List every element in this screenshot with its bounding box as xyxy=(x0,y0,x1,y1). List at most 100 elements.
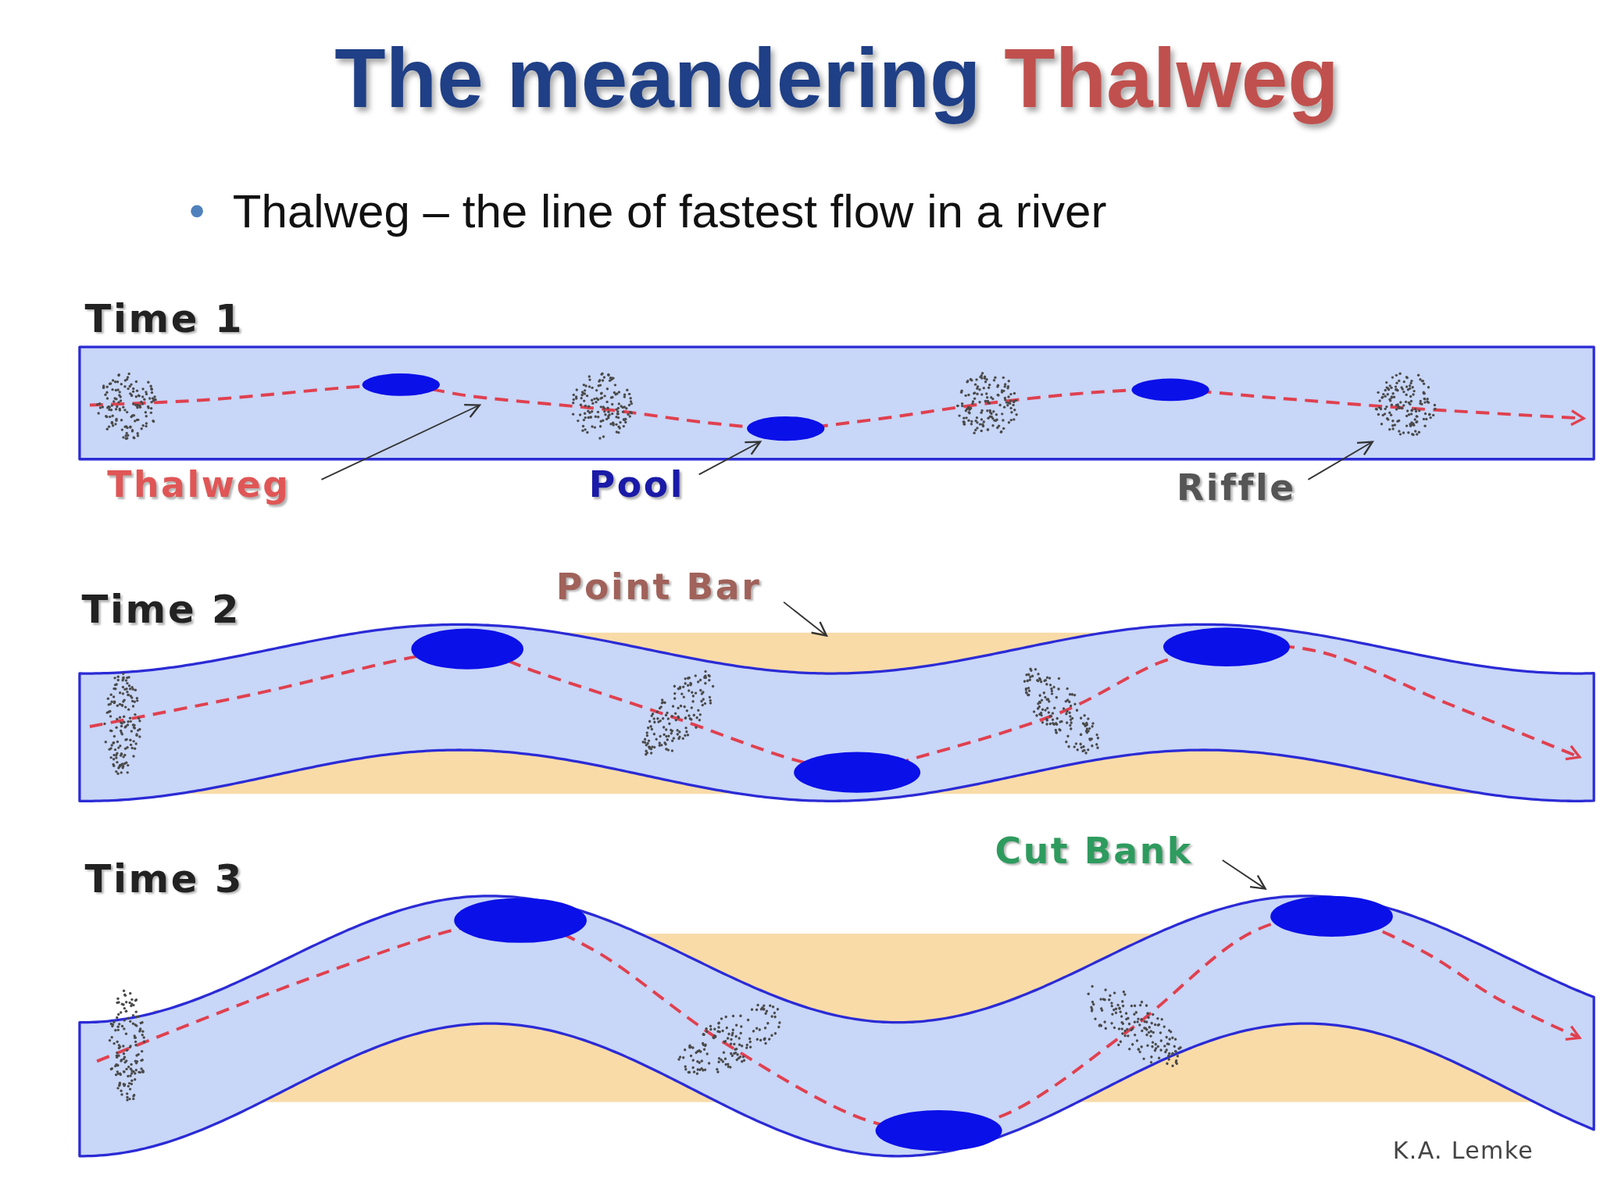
gravel-dot xyxy=(1151,1030,1156,1035)
gravel-dot xyxy=(1402,431,1405,434)
gravel-dot xyxy=(623,418,626,422)
gravel-dot xyxy=(105,385,108,388)
gravel-dot xyxy=(1005,400,1008,404)
gravel-dot xyxy=(725,1025,729,1030)
bullet-dot xyxy=(190,205,204,218)
gravel-dot xyxy=(1014,399,1018,402)
gravel-dot xyxy=(1022,679,1027,684)
gravel-dot xyxy=(683,733,688,738)
gravel-dot xyxy=(1135,1020,1140,1025)
gravel-dot xyxy=(1385,381,1388,384)
gravel-dot xyxy=(1117,1006,1122,1011)
gravel-dot xyxy=(1064,699,1068,704)
gravel-dot xyxy=(1164,1035,1169,1040)
gravel-dot xyxy=(587,405,590,408)
gravel-dot xyxy=(1110,1012,1115,1017)
gravel-dot xyxy=(1409,425,1412,428)
gravel-dot xyxy=(628,414,632,418)
gravel-dot xyxy=(123,993,126,997)
gravel-dot xyxy=(138,403,141,407)
gravel-dot xyxy=(1375,407,1378,411)
gravel-dot xyxy=(707,673,711,678)
gravel-dot xyxy=(106,710,109,714)
gravel-dot xyxy=(683,676,688,681)
gravel-dot xyxy=(957,414,961,417)
gravel-dot xyxy=(583,412,586,415)
part-label: Pool xyxy=(589,464,685,506)
gravel-dot xyxy=(705,1052,710,1057)
gravel-dot xyxy=(1407,413,1411,416)
gravel-dot xyxy=(614,383,617,386)
gravel-dot xyxy=(622,425,625,428)
leader-line xyxy=(699,442,761,475)
gravel-dot xyxy=(116,704,119,708)
gravel-dot xyxy=(662,732,667,737)
gravel-dot xyxy=(130,1002,133,1005)
gravel-dot xyxy=(610,412,614,415)
gravel-dot xyxy=(1117,1027,1122,1032)
gravel-dot xyxy=(1384,389,1387,392)
gravel-dot xyxy=(1408,384,1411,387)
gravel-dot xyxy=(123,385,126,388)
gravel-dot xyxy=(1009,407,1012,410)
gravel-dot xyxy=(1414,407,1417,411)
gravel-dot xyxy=(1142,1019,1147,1024)
gravel-dot xyxy=(1014,413,1018,416)
gravel-dot xyxy=(114,770,118,773)
gravel-dot xyxy=(700,703,705,708)
gravel-dot xyxy=(1153,1022,1158,1027)
gravel-dot xyxy=(1142,1026,1147,1031)
gravel-dot xyxy=(654,737,659,742)
gravel-dot xyxy=(1099,997,1104,1002)
gravel-dot xyxy=(126,771,129,774)
gravel-dot xyxy=(1417,431,1421,434)
gravel-dot xyxy=(130,1069,133,1072)
gravel-dot xyxy=(964,394,967,397)
gravel-dot xyxy=(1118,1039,1123,1044)
gravel-dot xyxy=(689,1053,693,1058)
gravel-dot xyxy=(1110,1021,1115,1025)
gravel-dot xyxy=(775,1007,780,1012)
gravel-dot xyxy=(125,1096,129,1099)
gravel-dot xyxy=(982,420,986,423)
gravel-dot xyxy=(621,410,625,413)
gravel-dot xyxy=(1052,706,1057,711)
gravel-dot xyxy=(985,378,988,381)
gravel-dot xyxy=(1033,667,1038,672)
gravel-dot xyxy=(135,1068,138,1072)
gravel-dot xyxy=(689,690,694,695)
time-label: Time 3 xyxy=(84,857,244,902)
gravel-dot xyxy=(122,1052,125,1055)
gravel-dot xyxy=(130,729,133,733)
gravel-dot xyxy=(676,706,681,711)
gravel-dot xyxy=(142,1035,146,1039)
gravel-dot xyxy=(672,684,677,689)
gravel-dot xyxy=(1380,422,1383,425)
gravel-dot xyxy=(1081,749,1086,754)
gravel-dot xyxy=(728,1042,733,1047)
gravel-dot xyxy=(110,1067,114,1070)
gravel-dot xyxy=(117,1000,120,1004)
gravel-dot xyxy=(723,1039,728,1044)
gravel-dot xyxy=(145,414,148,418)
gravel-dot xyxy=(1390,395,1393,398)
gravel-dot xyxy=(645,750,650,755)
gravel-dot xyxy=(125,432,128,435)
gravel-dot xyxy=(126,764,129,767)
gravel-dot xyxy=(146,381,150,384)
gravel-dot xyxy=(721,1060,725,1065)
gravel-dot xyxy=(150,387,153,390)
gravel-dot xyxy=(698,688,703,693)
gravel-dot xyxy=(626,413,629,416)
gravel-dot xyxy=(1027,689,1032,693)
gravel-dot xyxy=(628,410,632,414)
gravel-dot xyxy=(581,428,584,432)
gravel-dot xyxy=(1177,1046,1182,1051)
gravel-dot xyxy=(1394,385,1397,388)
riffle-gravel xyxy=(628,659,729,771)
gravel-dot xyxy=(996,426,999,429)
gravel-dot xyxy=(1146,1030,1151,1035)
gravel-dot xyxy=(982,386,986,390)
gravel-dot xyxy=(1399,400,1402,404)
gravel-dot xyxy=(994,419,997,422)
